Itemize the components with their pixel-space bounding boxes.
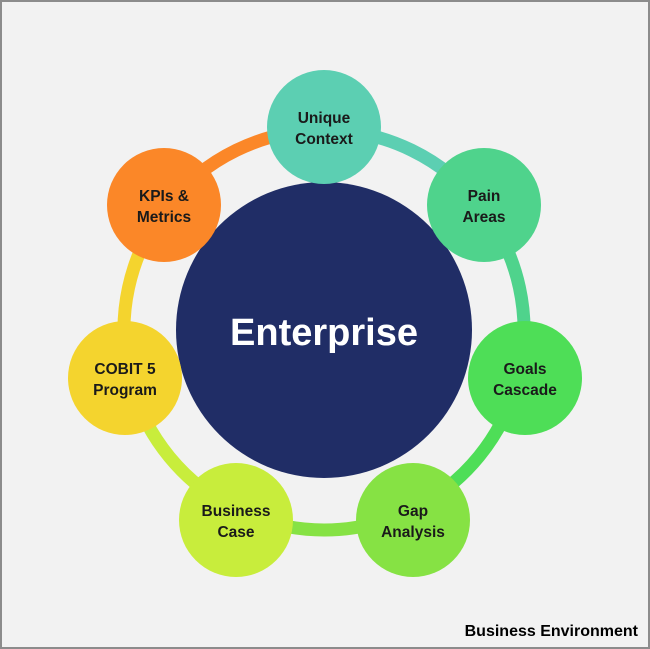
cycle-node: KPIs & Metrics — [107, 148, 221, 262]
node-circle — [356, 463, 470, 577]
node-circle — [267, 70, 381, 184]
node-label: Business — [202, 503, 271, 520]
center-circle — [176, 182, 472, 478]
node-circle — [427, 148, 541, 262]
center-label: Enterprise — [230, 312, 418, 354]
node-circle — [179, 463, 293, 577]
node-label: Program — [93, 382, 157, 399]
node-label: Areas — [462, 209, 505, 226]
node-circle — [68, 321, 182, 435]
node-label: Goals — [503, 361, 546, 378]
node-label: Metrics — [137, 209, 191, 226]
node-label: Analysis — [381, 524, 445, 541]
node-label: KPIs & — [139, 188, 189, 205]
node-label: Unique — [298, 110, 351, 127]
node-circle — [107, 148, 221, 262]
node-label: Context — [295, 131, 353, 148]
node-circle — [468, 321, 582, 435]
node-label: Pain — [468, 188, 501, 205]
node-label: Case — [217, 524, 254, 541]
node-label: COBIT 5 — [94, 361, 156, 378]
node-label: Cascade — [493, 382, 557, 399]
footer-label: Business Environment — [464, 623, 638, 640]
nodes: UniqueContextPainAreasGoalsCascadeGapAna… — [68, 70, 582, 577]
cycle-node: COBIT 5 Program — [68, 321, 182, 435]
node-label: Gap — [398, 503, 428, 520]
